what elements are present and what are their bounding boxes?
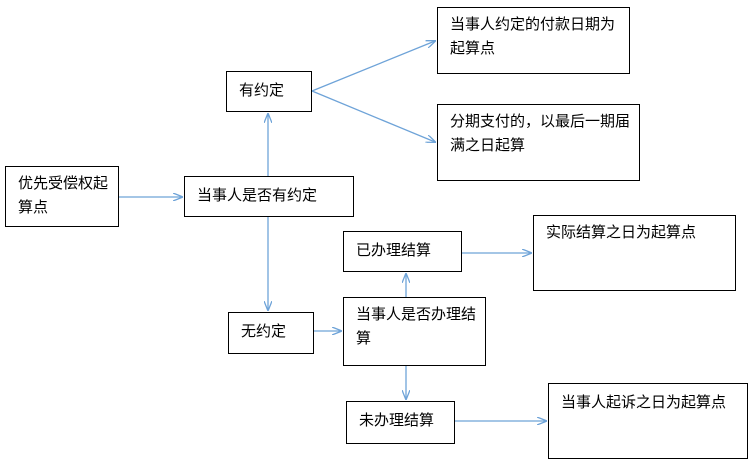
node-installment: 分期支付的，以最后一期届满之日起算 — [437, 104, 640, 181]
node-no-agreement: 无约定 — [228, 312, 314, 354]
node-not-settled: 未办理结算 — [346, 401, 455, 444]
node-agreed-payment-date: 当事人约定的付款日期为起算点 — [437, 7, 630, 74]
node-check-settlement: 当事人是否办理结算 — [343, 297, 486, 366]
node-check-agreement: 当事人是否有约定 — [184, 176, 354, 217]
node-start: 优先受偿权起算点 — [5, 166, 119, 227]
node-has-agreement: 有约定 — [226, 71, 312, 112]
edge-yes-to-inst — [311, 90, 435, 142]
node-settled: 已办理结算 — [343, 231, 462, 272]
node-actual-settlement-date: 实际结算之日为起算点 — [533, 215, 736, 291]
edge-yes-to-pay — [311, 41, 435, 92]
node-lawsuit-date: 当事人起诉之日为起算点 — [548, 383, 748, 459]
